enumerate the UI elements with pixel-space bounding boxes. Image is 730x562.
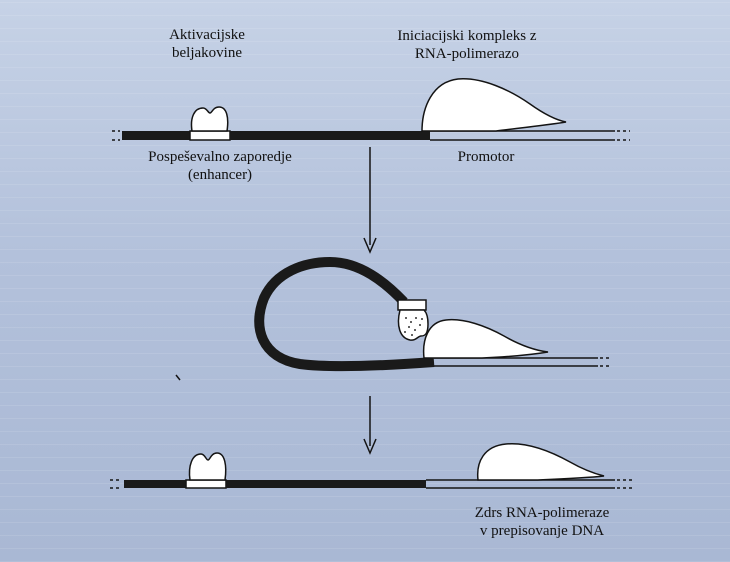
activator-label-line1: Aktivacijske <box>142 26 272 44</box>
enhancer-label: Pospeševalno zaporedje (enhancer) <box>120 148 320 184</box>
result-label-line2: v prepisovanje DNA <box>442 522 642 540</box>
complex-label-line1: Iniciacijski kompleks z <box>372 27 562 45</box>
middle-rna-polymerase <box>424 320 548 358</box>
promoter-label: Promotor <box>446 148 526 166</box>
enhancer-label-line1: Pospeševalno zaporedje <box>120 148 320 166</box>
middle-activator-protein <box>398 310 428 340</box>
arrow-down-2 <box>364 396 376 453</box>
enhancer-label-line2: (enhancer) <box>120 166 320 184</box>
result-label: Zdrs RNA-polimeraze v prepisovanje DNA <box>442 504 642 540</box>
small-mark <box>176 375 180 380</box>
activator-label-line2: beljakovine <box>142 44 272 62</box>
top-activator-protein <box>191 107 227 131</box>
complex-label-line2: RNA-polimerazo <box>372 45 562 63</box>
initiation-complex-label: Iniciacijski kompleks z RNA-polimerazo <box>372 27 562 63</box>
bottom-dna-strand <box>110 480 632 488</box>
result-label-line1: Zdrs RNA-polimeraze <box>442 504 642 522</box>
arrow-down-1 <box>364 147 376 252</box>
activator-proteins-label: Aktivacijske beljakovine <box>142 26 272 62</box>
bottom-rna-polymerase <box>478 444 604 480</box>
top-dna-strand <box>112 131 630 140</box>
bottom-activator-protein <box>189 453 225 480</box>
top-rna-polymerase <box>422 79 566 131</box>
